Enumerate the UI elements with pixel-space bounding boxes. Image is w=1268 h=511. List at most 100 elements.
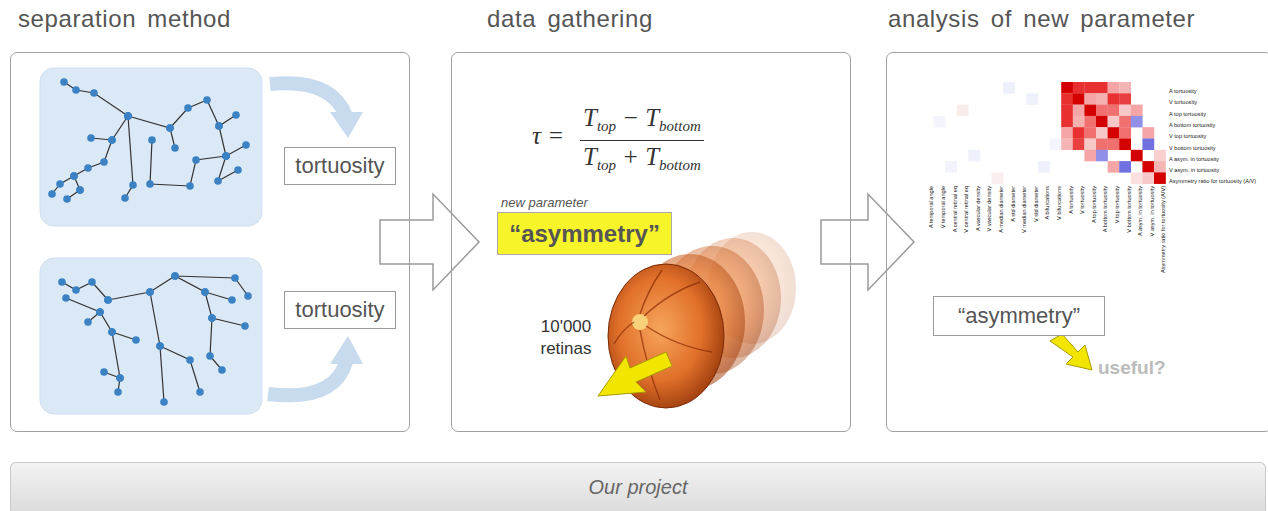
- parameter-heading-text: new parameter: [501, 195, 588, 210]
- heatmap-col-label: A bifurcations: [1040, 186, 1047, 220]
- heatmap-col-label: A median diameter: [994, 186, 1001, 233]
- axis-label: A top tortuosity: [1091, 186, 1097, 223]
- heatmap-row-label: A tortuosity: [1169, 82, 1197, 93]
- panel-heading: analysis of new parameter: [888, 4, 1195, 37]
- heatmap-col-label: V vascular density: [982, 186, 989, 231]
- axis-label: V tortuosity: [1169, 99, 1197, 105]
- axis-label: A asym. in tortuosity: [1137, 186, 1143, 236]
- heatmap-row-label: V asym. in tortuosity: [1169, 161, 1219, 172]
- heatmap-col-label: A std diameter: [1006, 186, 1013, 222]
- heatmap-row-label: V bottom tortuosity: [1169, 139, 1216, 150]
- question-label: useful?: [1098, 357, 1166, 379]
- vessel-graph-top: [40, 68, 262, 226]
- retina-count: 10'000 retinas: [530, 316, 602, 360]
- axis-label: A temporal angle: [928, 186, 934, 228]
- heatmap-col-label: V asym. in tortuosity: [1145, 186, 1152, 236]
- heatmap-col-label: V std diameter: [1029, 186, 1036, 222]
- panel: data gathering new parameter “asymmetry”: [451, 0, 851, 432]
- formula-subscript: top: [597, 157, 616, 173]
- axis-label: Asymmetry ratio for tortuosity (A/V): [1169, 178, 1256, 184]
- panel: separation method tortuosity tortuosity: [10, 0, 410, 432]
- heatmap-col-label: A asym. in tortuosity: [1133, 186, 1140, 236]
- axis-label: V temporal angle: [940, 186, 946, 228]
- axis-label: A tortuosity: [1169, 88, 1197, 94]
- process-box: “asymmetry”: [933, 296, 1105, 336]
- band-text: Our project: [589, 476, 688, 499]
- parameter-text: “asymmetry”: [509, 220, 660, 248]
- heatmap-col-label: V median diameter: [1017, 186, 1024, 233]
- project-band: Our project: [10, 462, 1266, 511]
- parameter-heading: new parameter: [501, 194, 588, 211]
- fraction-line: [580, 140, 704, 141]
- formula-subscript: bottom: [659, 118, 701, 134]
- heatmap-col-label: A bottom tortuosity: [1098, 186, 1105, 232]
- formula-text: τ =: [532, 122, 564, 149]
- axis-label: V std diameter: [1033, 186, 1039, 222]
- axis-label: V median diameter: [1021, 186, 1027, 233]
- axis-label: V bottom tortuosity: [1126, 186, 1132, 233]
- yellow-arrow: [1050, 334, 1092, 370]
- panel-heading: data gathering: [487, 4, 653, 37]
- formula-lhs: τ =: [532, 122, 564, 150]
- formula-text: T: [583, 104, 597, 131]
- axis-label: A vascular density: [975, 186, 981, 231]
- heatmap-col-label: V bottom tortuosity: [1122, 186, 1129, 233]
- heading-text: data gathering: [487, 5, 653, 32]
- heading-text: analysis of new parameter: [888, 5, 1195, 32]
- formula-subscript: bottom: [659, 157, 701, 173]
- axis-label: A bottom tortuosity: [1169, 122, 1215, 128]
- heatmap-col-label: A tortuosity: [1064, 186, 1071, 214]
- heatmap-row-label: A bottom tortuosity: [1169, 116, 1215, 127]
- panel-frame: [886, 52, 1268, 432]
- formula-text: T: [583, 143, 597, 170]
- axis-label: V asym. in tortuosity: [1169, 167, 1219, 173]
- axis-label: V top tortuosity: [1169, 133, 1206, 139]
- vessel-graph-bottom: [40, 258, 262, 414]
- axis-label: A top tortuosity: [1169, 111, 1206, 117]
- axis-label: A std diameter: [1010, 186, 1016, 222]
- heatmap-col-label: A top tortuosity: [1087, 186, 1094, 223]
- heatmap-row-label: Asymmetry ratio for tortuosity (A/V): [1169, 172, 1256, 183]
- box-text: “asymmetry”: [958, 303, 1080, 329]
- curved-arrow: [268, 83, 363, 395]
- process-box: tortuosity: [284, 291, 396, 329]
- yellow-box: “asymmetry”: [497, 212, 672, 255]
- formula-text: + T: [622, 143, 659, 170]
- heatmap-col-label: V central retinal eq: [959, 186, 966, 233]
- heading-text: separation method: [18, 5, 231, 32]
- parameter-box: new parameter “asymmetry”: [497, 194, 672, 256]
- process-box: tortuosity: [284, 147, 396, 185]
- box-text: tortuosity: [295, 153, 384, 179]
- box-text: tortuosity: [295, 297, 384, 323]
- axis-label: V bottom tortuosity: [1169, 145, 1216, 151]
- axis-label: V tortuosity: [1079, 186, 1085, 214]
- heatmap-col-label: V tortuosity: [1075, 186, 1082, 214]
- axis-label: A bifurcations: [1044, 186, 1050, 220]
- heatmap-row-label: V tortuosity: [1169, 93, 1197, 104]
- formula-numerator: Ttop− Tbottom: [583, 104, 701, 135]
- panel-frame: [10, 52, 410, 432]
- formula-text: − T: [622, 104, 659, 131]
- block-arrow: [821, 194, 914, 290]
- heatmap-col-label: A temporal angle: [924, 186, 931, 228]
- axis-label: A tortuosity: [1068, 186, 1074, 214]
- axis-label: V central retinal eq: [963, 186, 969, 233]
- count-label: 10'000 retinas: [540, 317, 591, 358]
- heatmap-col-label: A vascular density: [971, 186, 978, 231]
- yellow-arrow: [598, 352, 672, 396]
- axis-label: V bifurcations: [1056, 186, 1062, 220]
- axis-label: A bottom tortuosity: [1102, 186, 1108, 232]
- block-arrow: [380, 194, 479, 290]
- heatmap-col-label: Asymmetry ratio for tortuosity (A/V): [1156, 186, 1163, 273]
- formula-denominator: Ttop + Tbottom: [583, 143, 701, 174]
- axis-label: A central retinal eq: [952, 186, 958, 232]
- heatmap-col-label: V temporal angle: [936, 186, 943, 228]
- question-text: useful?: [1098, 357, 1166, 378]
- heatmap-col-label: A central retinal eq: [948, 186, 955, 232]
- axis-label: A asym. in tortuosity: [1169, 156, 1219, 162]
- heatmap-row-label: A asym. in tortuosity: [1169, 150, 1219, 161]
- heatmap-col-label: V bifurcations: [1052, 186, 1059, 220]
- axis-label: A median diameter: [998, 186, 1004, 233]
